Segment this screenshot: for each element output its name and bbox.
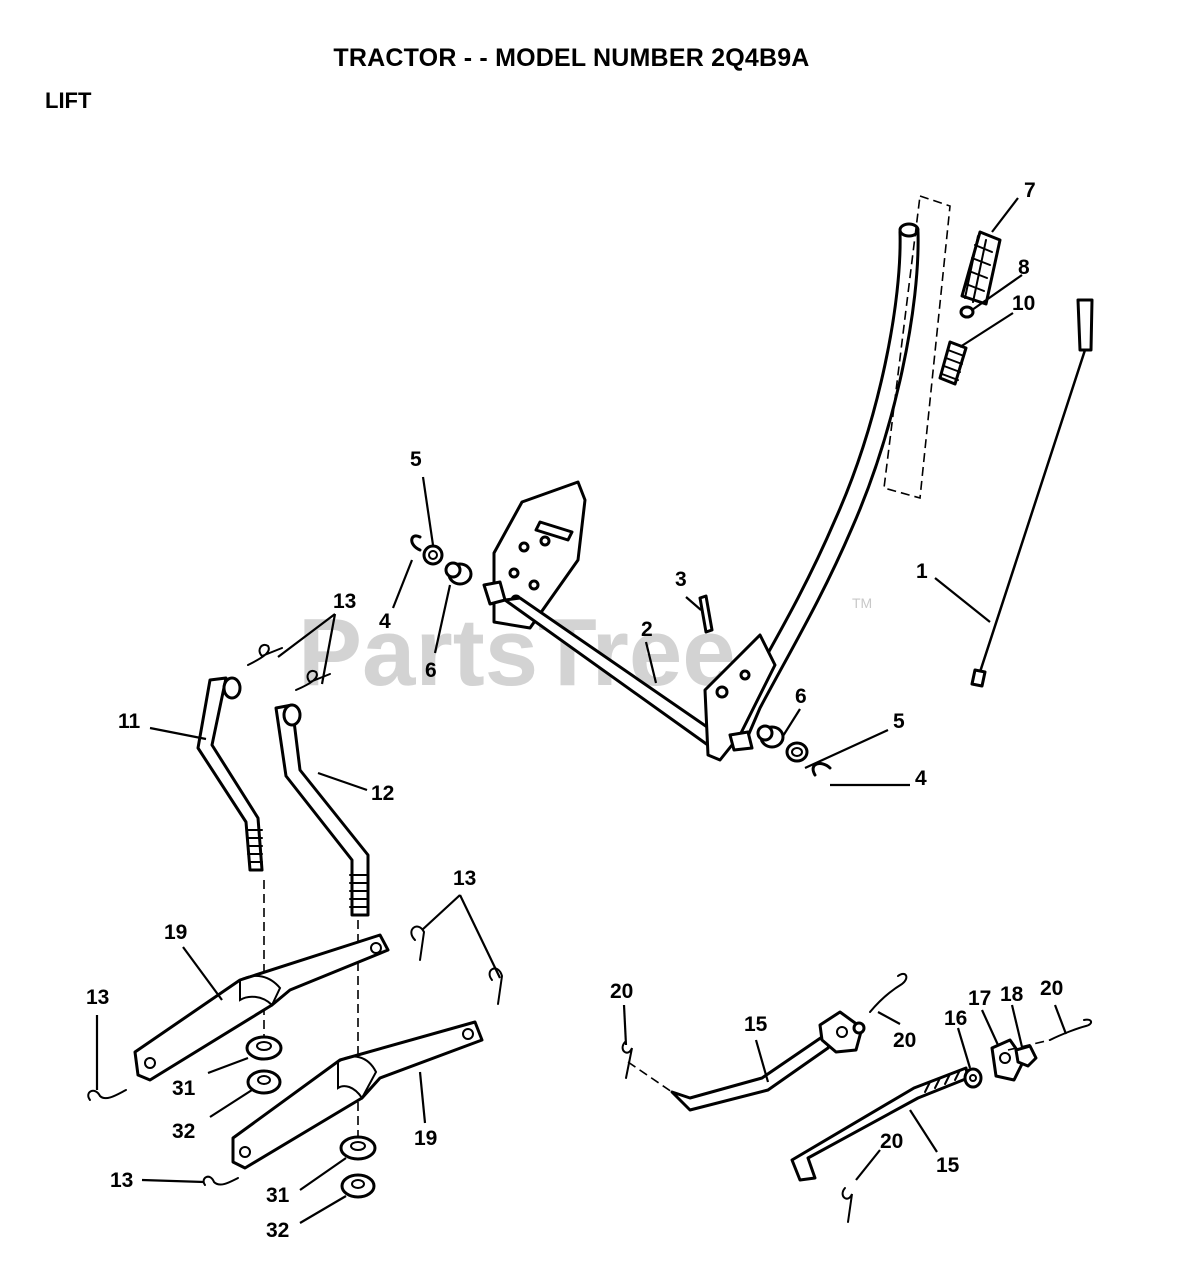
callout-32-upper: 32 bbox=[172, 1120, 195, 1143]
callout-20-right: 20 bbox=[1040, 977, 1063, 1000]
callout-31-upper: 31 bbox=[172, 1077, 196, 1100]
callout-32-lower: 32 bbox=[266, 1219, 289, 1242]
alignment-path-upper-rod bbox=[627, 1061, 673, 1093]
lift-rod bbox=[970, 298, 1094, 688]
callout-13-top: 13 bbox=[333, 590, 356, 613]
nut-32-lower bbox=[340, 1173, 376, 1199]
leader-lines bbox=[95, 197, 1068, 1224]
adjustment-rod-lower bbox=[790, 1066, 970, 1182]
callout-19-upper: 19 bbox=[164, 921, 187, 944]
callout-20-bottom: 20 bbox=[880, 1130, 903, 1153]
washer-16 bbox=[963, 1067, 983, 1089]
watermark-trademark: TM bbox=[852, 595, 872, 611]
callout-16: 16 bbox=[944, 1007, 967, 1030]
hairpin-clip-13 bbox=[87, 644, 504, 1186]
bushing-31-lower bbox=[339, 1135, 377, 1161]
callout-20-left: 20 bbox=[610, 980, 633, 1003]
callout-6-left: 6 bbox=[425, 659, 437, 682]
callout-18: 18 bbox=[1000, 983, 1024, 1006]
callout-5-right: 5 bbox=[893, 710, 905, 733]
callout-8: 8 bbox=[1018, 256, 1030, 279]
callout-2: 2 bbox=[641, 618, 653, 641]
callout-7: 7 bbox=[1024, 179, 1036, 202]
section-label: LIFT bbox=[45, 88, 92, 113]
callout-12: 12 bbox=[371, 782, 394, 805]
adjustment-rod-upper bbox=[670, 1010, 866, 1112]
bushing-right bbox=[756, 724, 785, 749]
callout-31-lower: 31 bbox=[266, 1184, 290, 1207]
callout-4-right: 4 bbox=[915, 767, 927, 790]
lift-arm-upper bbox=[133, 933, 390, 1082]
callout-20-middle: 20 bbox=[893, 1029, 916, 1052]
shaft-end-left bbox=[482, 580, 507, 606]
callout-15-upper: 15 bbox=[744, 1013, 768, 1036]
bushing-left bbox=[444, 561, 473, 586]
lift-link-left bbox=[196, 676, 264, 872]
callout-5-left: 5 bbox=[410, 448, 422, 471]
callout-11: 11 bbox=[118, 710, 141, 733]
washer-right bbox=[785, 741, 809, 763]
nut-32-upper bbox=[246, 1069, 282, 1095]
shaft-end-right bbox=[728, 730, 754, 752]
compression-spring bbox=[938, 340, 968, 386]
callout-15-lower: 15 bbox=[936, 1154, 960, 1177]
button-part bbox=[959, 305, 975, 319]
callout-6-right: 6 bbox=[795, 685, 807, 708]
lift-shaft-plate bbox=[492, 480, 587, 630]
callout-19-lower: 19 bbox=[414, 1127, 437, 1150]
callout-17: 17 bbox=[968, 987, 991, 1010]
callout-3: 3 bbox=[675, 568, 687, 591]
callout-13-bottom: 13 bbox=[110, 1169, 133, 1192]
callout-13-middle: 13 bbox=[453, 867, 476, 890]
diagram-title: TRACTOR - - MODEL NUMBER 2Q4B9A bbox=[333, 44, 810, 72]
retaining-ring-left bbox=[410, 534, 422, 552]
washer-left bbox=[422, 544, 444, 566]
nut-18 bbox=[1014, 1044, 1038, 1068]
hairpin-clip-20 bbox=[621, 972, 1092, 1223]
callout-4-left: 4 bbox=[379, 610, 391, 633]
roll-pin bbox=[698, 594, 714, 634]
retaining-ring-right bbox=[811, 762, 832, 777]
bushing-31-upper bbox=[245, 1035, 283, 1061]
lift-link-right bbox=[274, 703, 370, 917]
callout-13-left: 13 bbox=[86, 986, 109, 1009]
callout-10: 10 bbox=[1012, 292, 1035, 315]
alignment-path-trunnion bbox=[1007, 1039, 1051, 1051]
handle-grip bbox=[960, 230, 1002, 306]
callout-1: 1 bbox=[916, 560, 928, 583]
lift-arm-lower bbox=[231, 1020, 484, 1170]
